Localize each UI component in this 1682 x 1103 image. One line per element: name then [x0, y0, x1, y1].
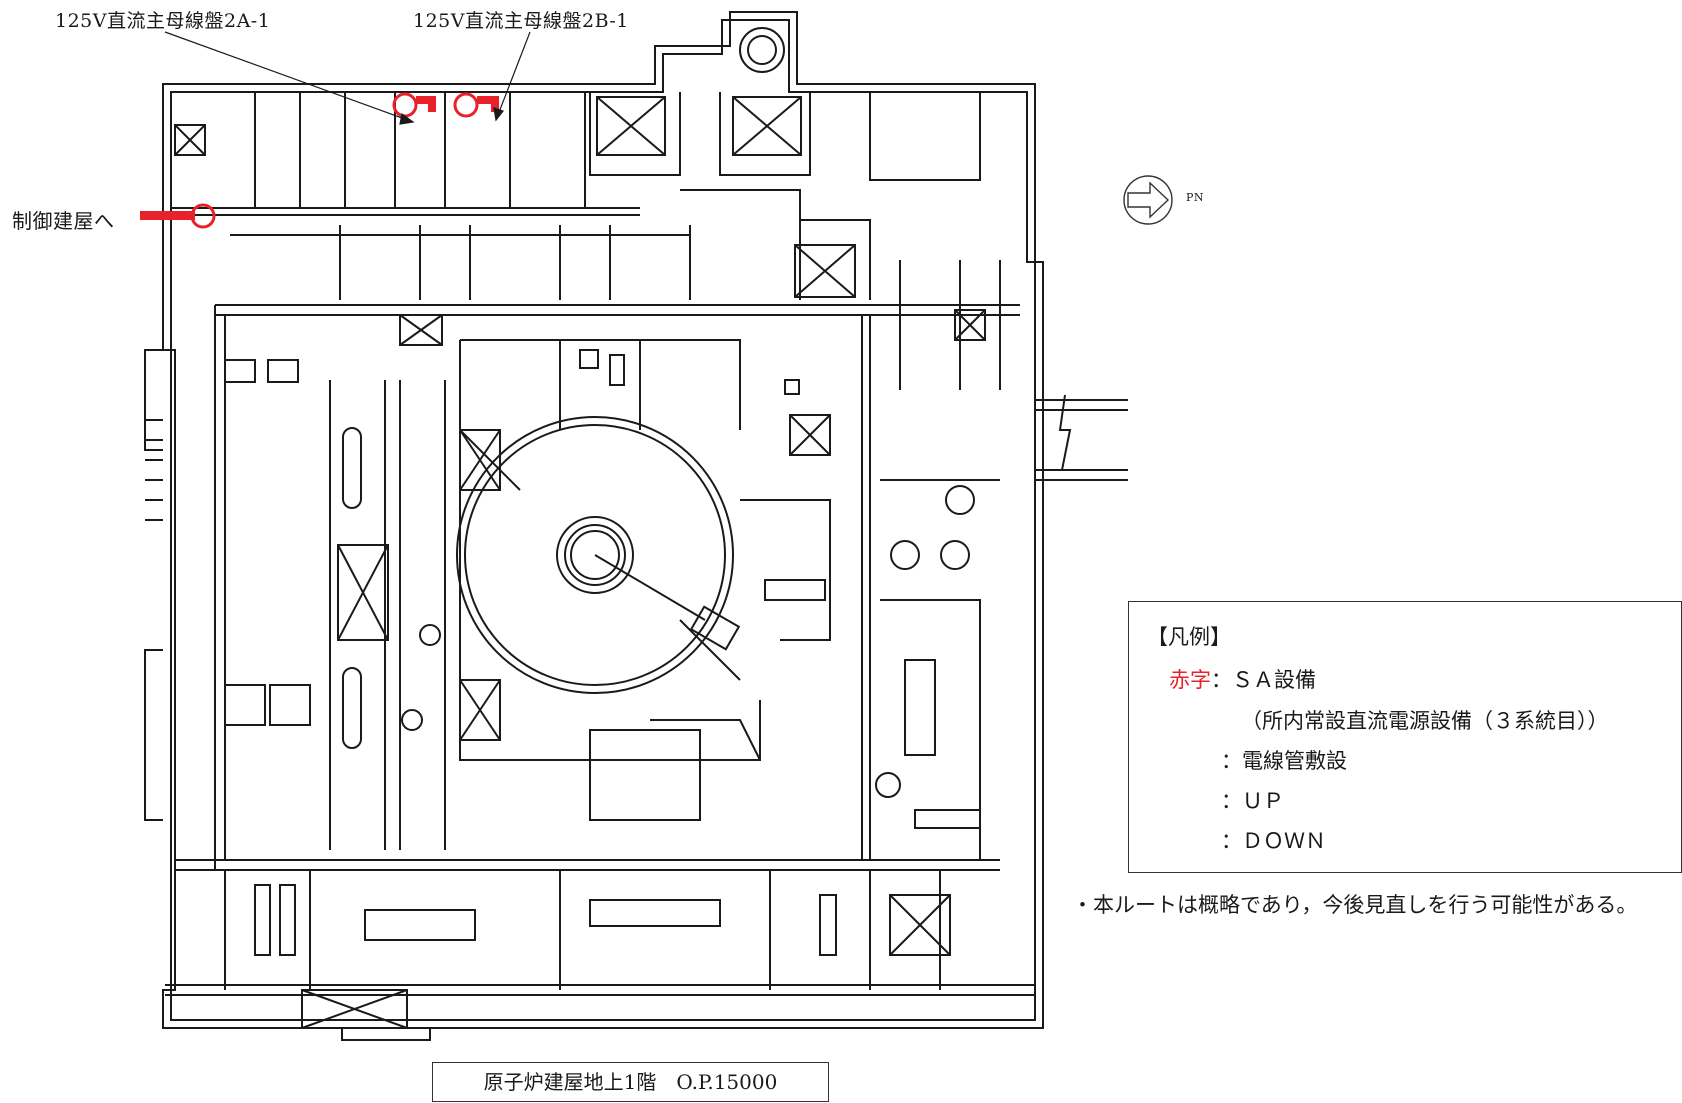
circle-up-icon [392, 92, 418, 118]
route-note: ・本ルートは概略であり，今後見直しを行う可能性がある。 [1072, 893, 1638, 917]
north-arrow-icon [1123, 175, 1173, 225]
legend-red-sub: （所内常設直流電源設備（３系統目）） [1241, 709, 1609, 733]
legend-up: ：ＵＰ [1221, 789, 1284, 813]
legend-box: 【凡例】 赤字：ＳＡ設備 （所内常設直流電源設備（３系統目）） ：電線管敷設 ：… [1128, 601, 1682, 873]
legend-red-key: 赤字 [1169, 668, 1211, 692]
legend-title: 【凡例】 [1147, 625, 1231, 649]
legend-red-desc: ：ＳＡ設備 [1211, 668, 1316, 692]
legend-row-red: 赤字：ＳＡ設備 [1169, 664, 1316, 694]
label-to-control-building: 制御建屋へ [12, 209, 115, 233]
circle-up-icon [453, 92, 479, 118]
drawing-title: 原子炉建屋地上1階 O.P.15000 [432, 1062, 829, 1102]
conduit-segment [416, 96, 436, 112]
legend-down: ：ＤＯＷＮ [1221, 829, 1326, 853]
building-outline [144, 11, 1128, 1041]
label-north: PN [1186, 191, 1205, 204]
legend-conduit: ：電線管敷設 [1221, 749, 1347, 773]
leader-lines [164, 31, 531, 125]
label-panel-2b: 125V直流主母線盤2B-1 [413, 10, 629, 32]
label-panel-2a: 125V直流主母線盤2A-1 [55, 10, 271, 32]
conduit-segment [140, 211, 195, 220]
conduit-segment [477, 96, 499, 112]
circle-up-icon [190, 203, 216, 229]
